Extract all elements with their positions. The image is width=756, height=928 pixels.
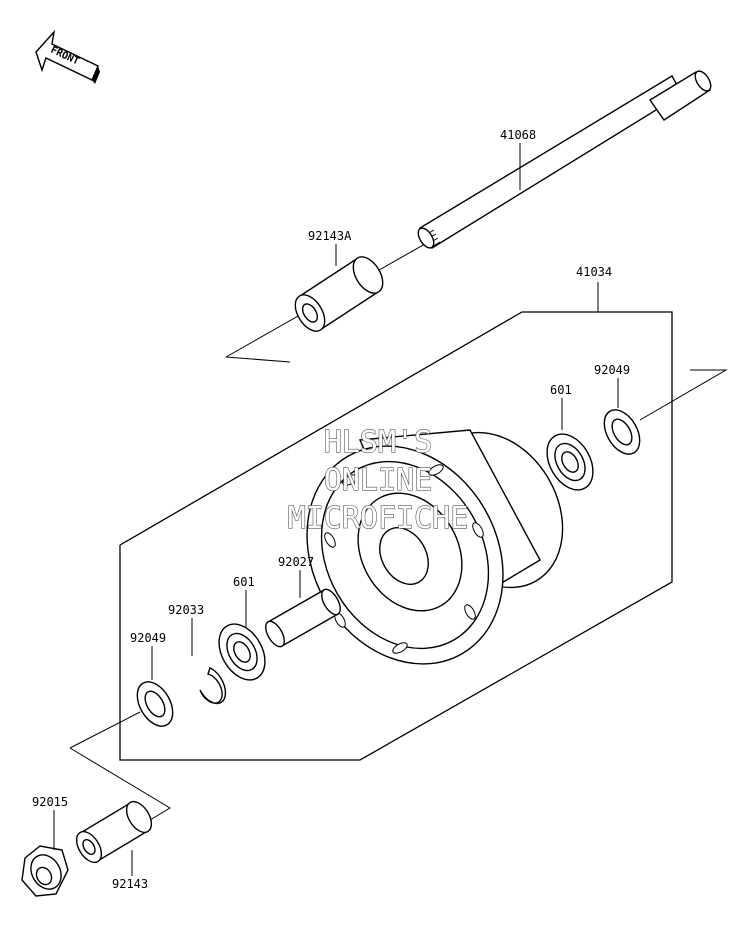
leader-lines: [53, 143, 619, 876]
axle: [417, 70, 712, 249]
part-label-seal-right: 92049: [594, 363, 630, 377]
part-label-axle: 41068: [500, 128, 536, 142]
front-arrow-icon: FRONT: [35, 29, 100, 84]
seal-left: [136, 681, 174, 727]
collar-lower: [75, 800, 153, 864]
part-label-hub-assembly: 41034: [576, 265, 612, 279]
hub-assembly-outline: [119, 311, 673, 761]
watermark: HLSM'S ONLINE MICROFICHE: [287, 424, 469, 536]
part-label-collar-upper: 92143A: [308, 229, 352, 243]
part-label-circlip: 92033: [168, 603, 204, 617]
wheel-hub: [306, 429, 564, 665]
part-label-bearing-left: 601: [233, 575, 255, 589]
part-label-seal-left: 92049: [130, 631, 166, 645]
nut: [21, 845, 69, 897]
part-label-collar-lower: 92143: [112, 877, 148, 891]
collar-upper: [294, 256, 384, 332]
part-label-nut: 92015: [32, 795, 68, 809]
part-label-bearing-right: 601: [550, 383, 572, 397]
bearing-left: [218, 623, 266, 681]
watermark-line-1: HLSM'S: [324, 425, 432, 460]
part-label-spacer: 92027: [278, 555, 314, 569]
spacer: [265, 588, 341, 648]
bearing-right: [546, 433, 594, 491]
watermark-line-2: ONLINE: [324, 463, 432, 498]
seal-right: [603, 409, 641, 455]
watermark-line-3: MICROFICHE: [288, 501, 469, 536]
circlip: [199, 667, 227, 705]
